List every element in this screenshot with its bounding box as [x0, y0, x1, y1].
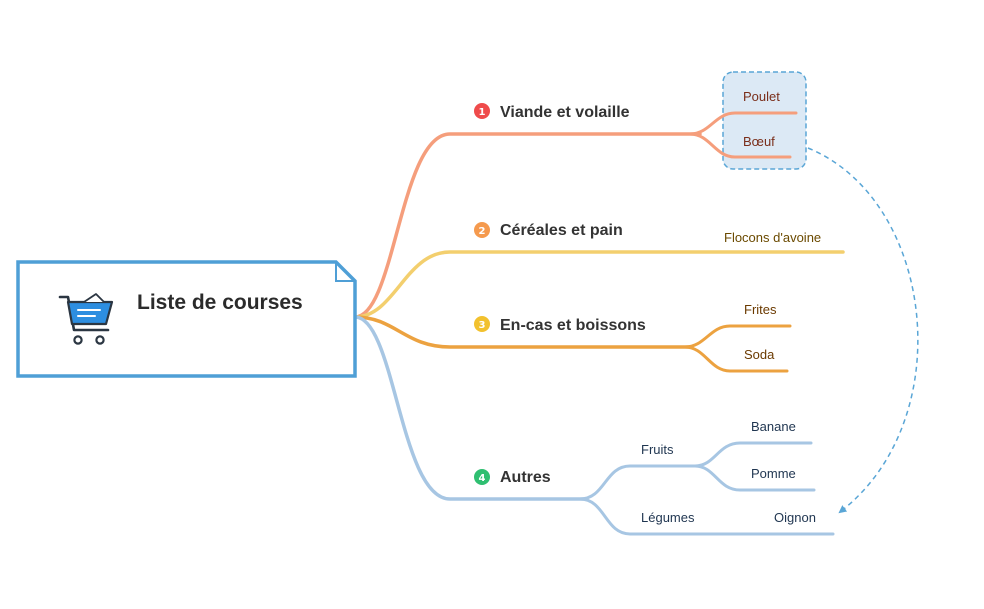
badge-2 [474, 222, 490, 238]
badge-4 [474, 469, 490, 485]
branch-autres[interactable]: 4 Autres [474, 469, 551, 486]
badge-1 [474, 103, 490, 119]
branch-encas[interactable]: 3 En-cas et boissons [474, 316, 646, 334]
connector-legumes [578, 497, 835, 536]
branch-label-cereales: Céréales et pain [500, 222, 623, 239]
root-title: Liste de courses [137, 291, 303, 314]
badge-4-number: 4 [479, 473, 486, 484]
branch-label-autres: Autres [500, 469, 551, 486]
connector-banane [693, 441, 813, 468]
leaf-soda[interactable]: Soda [744, 347, 775, 362]
highlight-boundary[interactable] [722, 71, 807, 170]
connector-root-encas [353, 315, 694, 349]
badge-2-number: 2 [479, 226, 486, 237]
leaf-banane[interactable]: Banane [751, 419, 796, 434]
branch-cereales[interactable]: 2 Céréales et pain [474, 222, 623, 239]
connector-soda [683, 345, 789, 373]
leaf-poulet[interactable]: Poulet [743, 89, 780, 104]
branch-viande[interactable]: 1 Viande et volaille [474, 103, 630, 121]
connector-boeuf [688, 132, 792, 159]
leaf-flocons[interactable]: Flocons d'avoine [724, 230, 821, 245]
branch-label-viande: Viande et volaille [500, 104, 630, 121]
connector-frites [683, 324, 792, 349]
shopping-cart-icon [58, 293, 114, 345]
badge-3 [474, 316, 490, 332]
branch-label-encas: En-cas et boissons [500, 317, 646, 334]
leaf-boeuf[interactable]: Bœuf [743, 134, 775, 149]
sub-legumes[interactable]: Légumes [641, 510, 695, 525]
leaf-frites[interactable]: Frites [744, 302, 777, 317]
relationship-arrow[interactable] [807, 147, 919, 514]
leaf-pomme[interactable]: Pomme [751, 466, 796, 481]
connector-fruits [578, 464, 702, 501]
sub-fruits[interactable]: Fruits [641, 442, 674, 457]
connector-pomme [693, 464, 816, 492]
connector-root-viande [353, 132, 702, 319]
connector-root-cereales [353, 250, 845, 319]
badge-3-number: 3 [479, 320, 486, 331]
connector-root-autres [353, 315, 587, 501]
root-topic[interactable]: Liste de courses [16, 260, 357, 378]
badge-1-number: 1 [479, 107, 486, 118]
leaf-oignon[interactable]: Oignon [774, 510, 816, 525]
